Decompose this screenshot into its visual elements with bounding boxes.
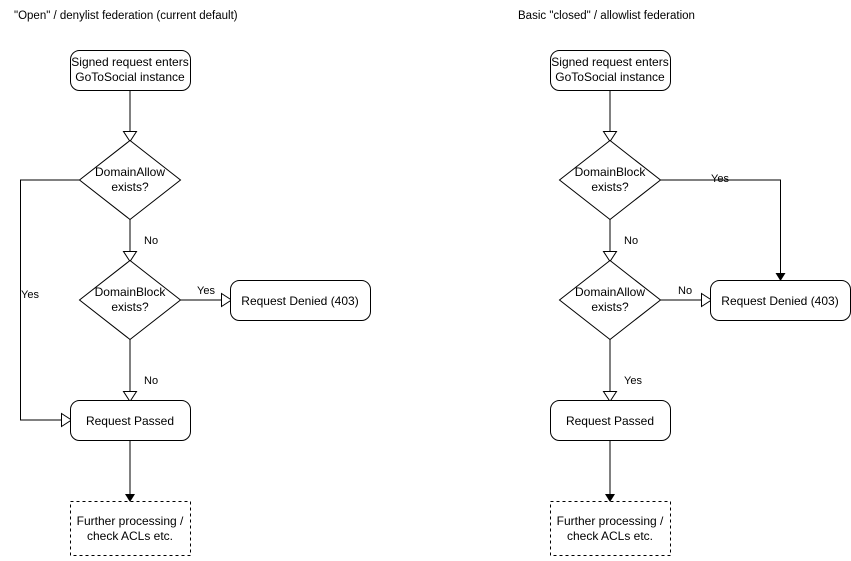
node-request-denied-left xyxy=(230,280,371,321)
node-request-passed-right-label: Request Passed xyxy=(566,414,654,428)
node-request-denied-right-label: Request Denied (403) xyxy=(721,294,838,308)
node-decision-domainblock-right-line1: DomainBlock xyxy=(575,165,647,179)
edge-label-decision2-no-right: No xyxy=(678,285,692,297)
edge-label-decision2-yes-left: Yes xyxy=(197,285,215,297)
arrowhead-solid-down-denied-right xyxy=(775,273,786,281)
edge-label-decision1-yes-right: Yes xyxy=(711,173,729,185)
arrowhead-open-down-1-right xyxy=(602,131,618,143)
node-decision-domainblock-right-line2: exists? xyxy=(591,180,629,194)
panel-title-open-denylist: "Open" / denylist federation (current de… xyxy=(14,10,238,22)
node-decision-domainblock-left-line1: DomainBlock xyxy=(95,285,167,299)
arrowhead-open-down-2-left xyxy=(122,251,138,263)
node-further-processing-right xyxy=(550,501,671,556)
arrowhead-open-right-denied-right xyxy=(701,292,713,308)
edge-label-decision2-yes-right: Yes xyxy=(624,375,642,387)
node-decision-domainallow-right-line2: exists? xyxy=(591,300,629,314)
node-start-left-line1: Signed request enters xyxy=(71,55,188,69)
arrowhead-open-down-passed-right xyxy=(602,391,618,403)
edge-decision1-yes-left xyxy=(20,179,80,421)
node-decision-domainallow-right-line1: DomainAllow xyxy=(575,285,645,299)
node-start-right-line1: Signed request enters xyxy=(551,55,668,69)
edge-label-decision1-no-left: No xyxy=(144,235,158,247)
node-further-processing-right-line2: check ACLs etc. xyxy=(567,529,653,543)
node-decision-domainallow-left-line1: DomainAllow xyxy=(95,165,165,179)
edge-label-decision1-yes-left: Yes xyxy=(21,289,39,301)
arrowhead-solid-down-further-left xyxy=(125,494,135,502)
node-start-right-line2: GoToSocial instance xyxy=(555,70,665,84)
node-decision-domainblock-left-line2: exists? xyxy=(111,300,149,314)
node-further-processing-right-line1: Further processing / xyxy=(557,514,664,528)
arrowhead-open-down-1-left xyxy=(122,131,138,143)
panel-title-closed-allowlist: Basic "closed" / allowlist federation xyxy=(518,10,695,22)
arrowhead-open-right-denied-left xyxy=(221,292,233,308)
edge-decision1-yes-right xyxy=(660,179,781,273)
node-request-passed-left-label: Request Passed xyxy=(86,414,174,428)
arrowhead-open-down-2-right xyxy=(602,251,618,263)
edge-label-decision2-no-left: No xyxy=(144,375,158,387)
node-further-processing-left-line1: Further processing / xyxy=(77,514,184,528)
node-further-processing-left xyxy=(70,501,191,556)
edge-label-decision1-no-right: No xyxy=(624,235,638,247)
arrowhead-open-right-yes-left xyxy=(61,412,73,428)
arrowhead-open-down-passed-left xyxy=(122,391,138,403)
arrowhead-solid-down-further-right xyxy=(605,494,615,502)
node-request-denied-left-label: Request Denied (403) xyxy=(241,294,358,308)
node-decision-domainallow-left-line2: exists? xyxy=(111,180,149,194)
node-further-processing-left-line2: check ACLs etc. xyxy=(87,529,173,543)
node-start-left-line2: GoToSocial instance xyxy=(75,70,185,84)
